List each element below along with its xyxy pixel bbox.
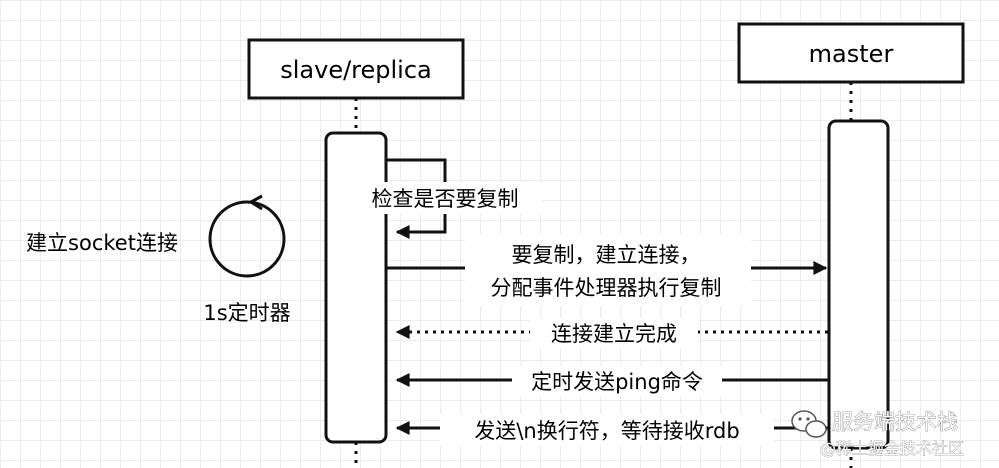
participant-master-label: master (809, 40, 894, 68)
timer-label: 1s定时器 (203, 301, 290, 325)
wechat-logo-icon (791, 410, 827, 438)
request-label-line1: 要复制，建立连接， (512, 243, 701, 267)
master-activation-bar (827, 119, 890, 450)
ping-label: 定时发送ping命令 (531, 370, 703, 394)
participant-slave-label: slave/replica (280, 56, 432, 84)
timer-circle-icon (208, 194, 286, 278)
participant-slave: slave/replica (247, 38, 465, 100)
rdb-message: 发送\n换行符，等待接收rdb (395, 414, 828, 446)
replicate-request-message: 要复制，建立连接， 分配事件处理器执行复制 (387, 234, 828, 306)
ping-message: 定时发送ping命令 (395, 366, 828, 396)
self-check-message: 检查是否要复制 (350, 158, 542, 239)
self-check-label: 检查是否要复制 (372, 187, 519, 211)
timer-action-label: 建立socket连接 (26, 231, 178, 255)
connection-done-label: 连接建立完成 (551, 322, 677, 346)
watermark-sub: @稀土掘金技术社区 (820, 439, 964, 458)
rdb-label: 发送\n换行符，等待接收rdb (474, 419, 739, 443)
slave-activation-bar (324, 131, 388, 444)
request-label-line2: 分配事件处理器执行复制 (491, 276, 722, 300)
watermark-main: 服务端技术栈 (832, 410, 958, 434)
participant-master: master (737, 22, 965, 84)
watermark: 服务端技术栈 @稀土掘金技术社区 (791, 410, 964, 458)
connection-done-message: 连接建立完成 (395, 318, 828, 348)
